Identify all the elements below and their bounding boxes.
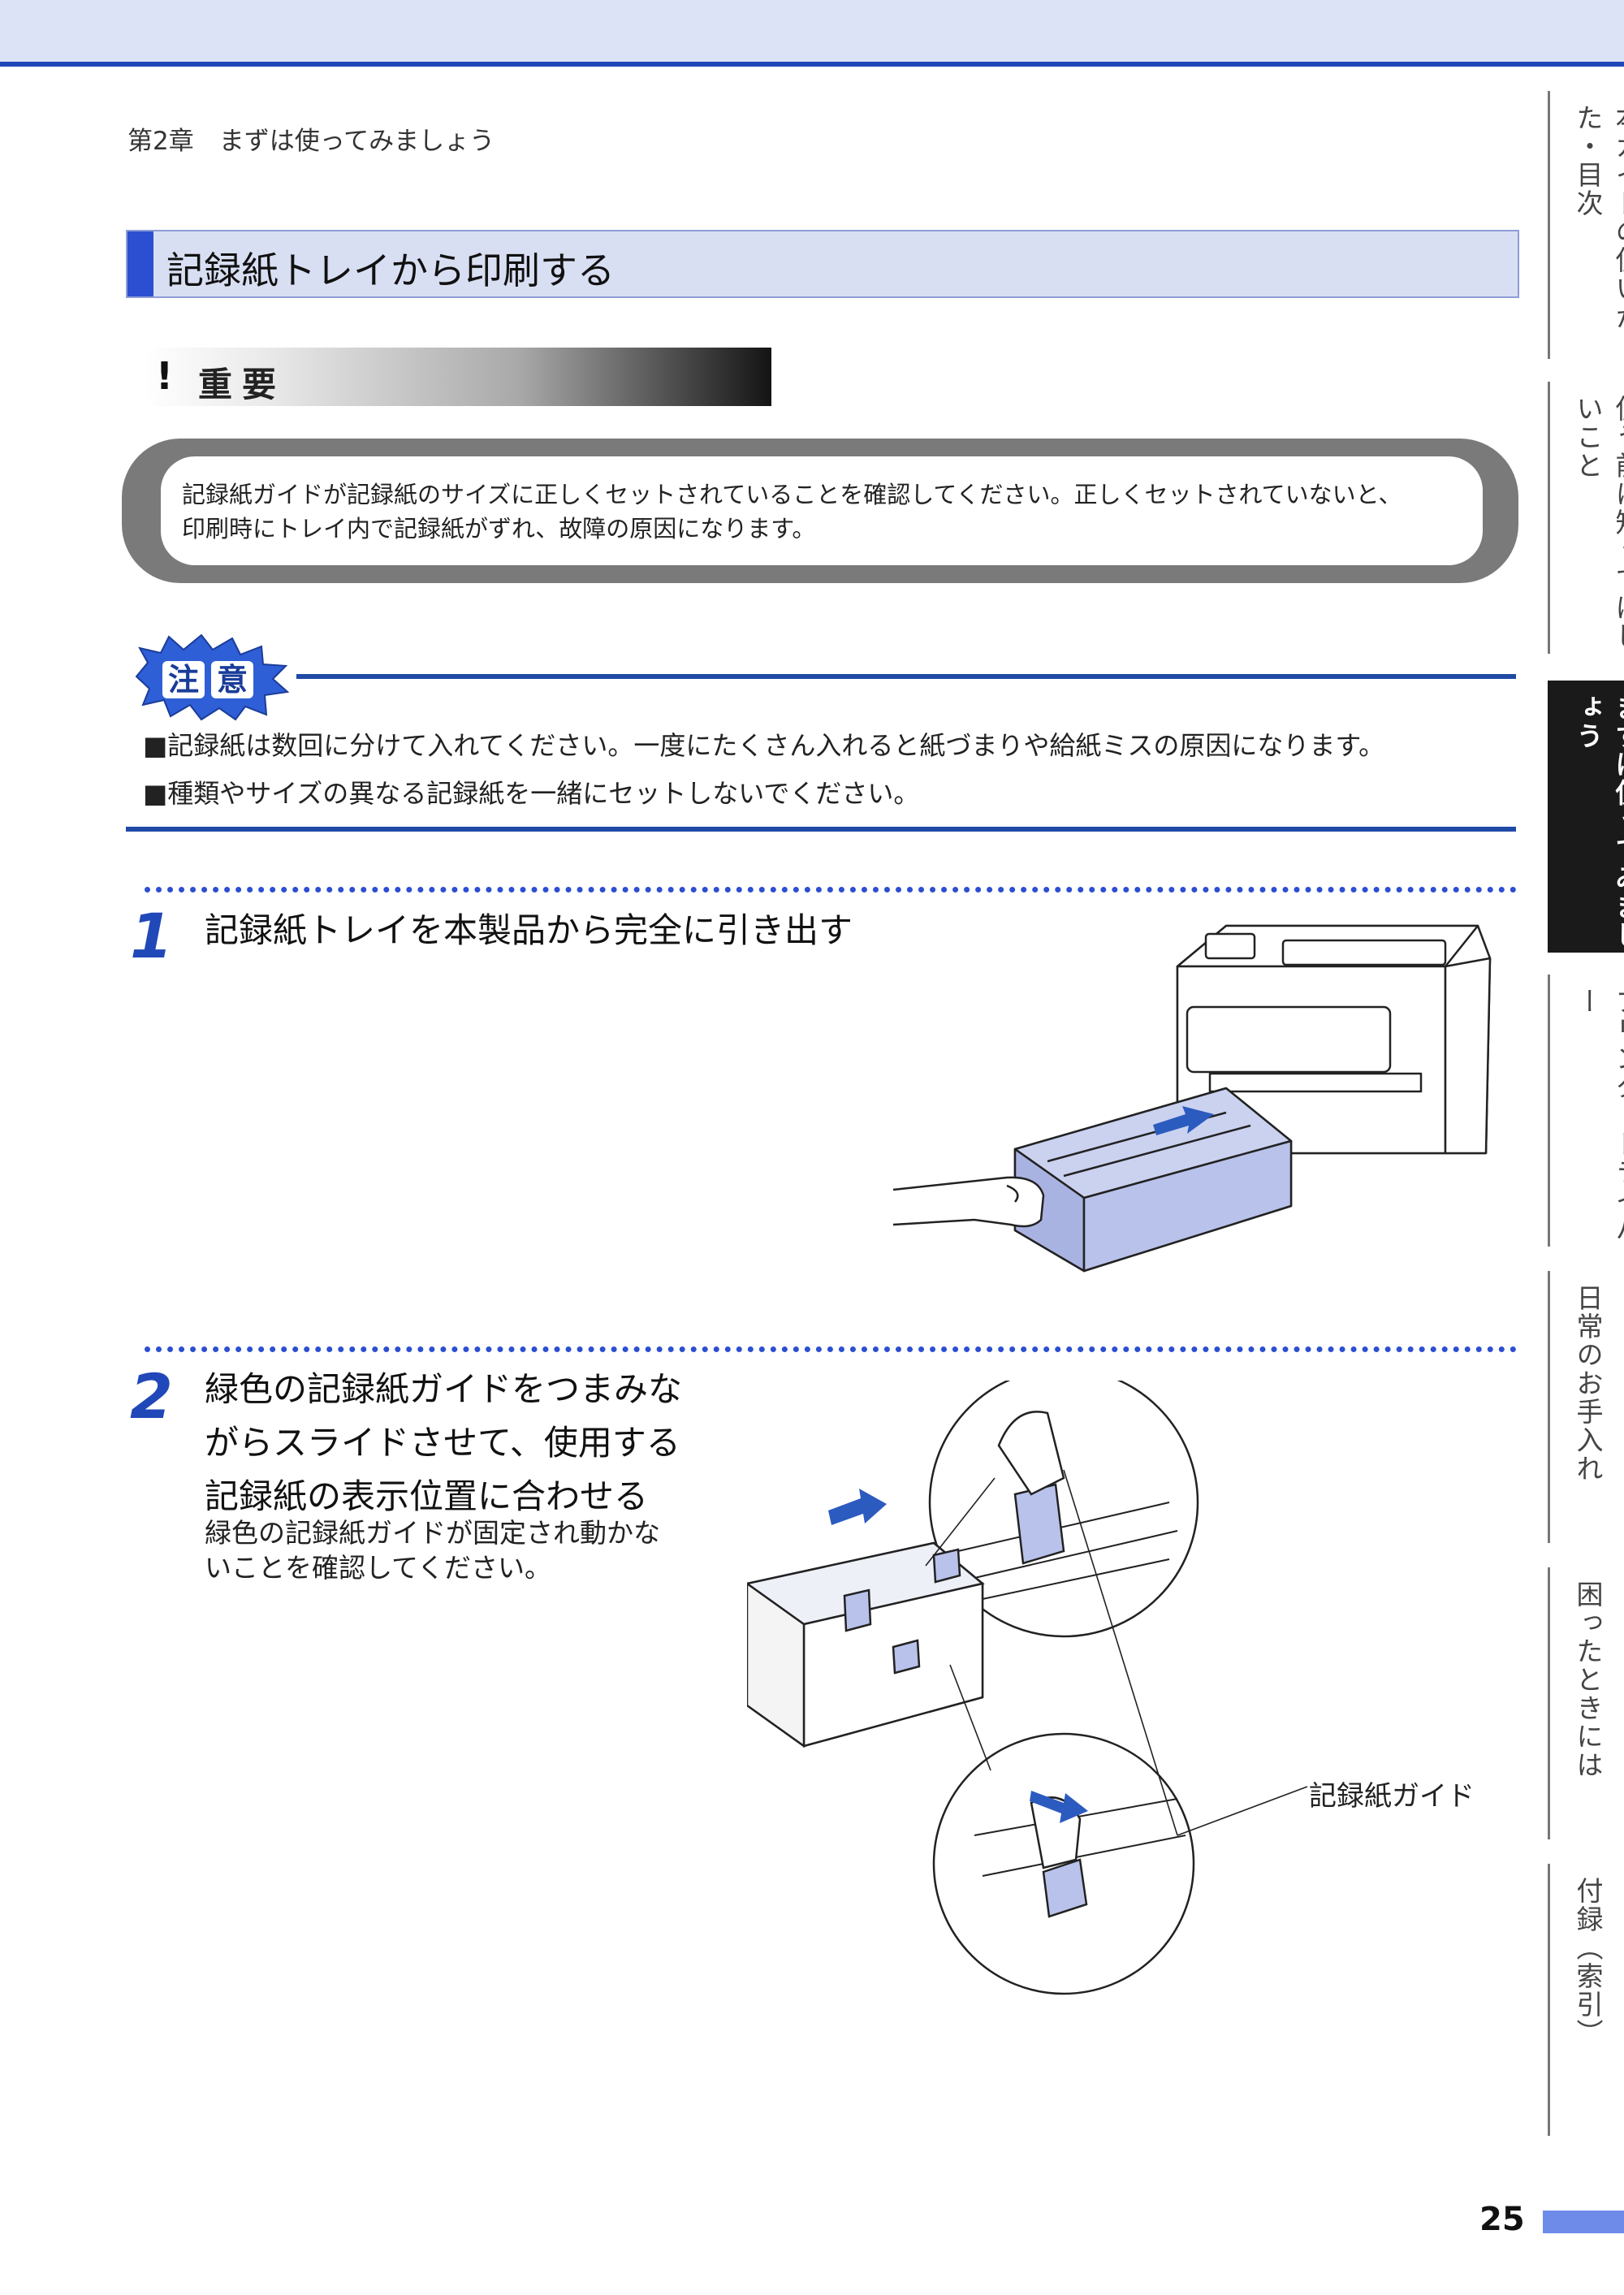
tab-appendix[interactable]: 付録（索引） [1548, 1864, 1624, 2136]
section-header: 記録紙トレイから印刷する [126, 230, 1519, 298]
tab-label: 日常のお手入れ [1572, 1284, 1604, 1483]
step-desc-line: いことを確認してください。 [205, 1552, 552, 1584]
caution-char: 注 [168, 662, 199, 698]
tab-maintenance[interactable]: 日常のお手入れ [1548, 1271, 1624, 1543]
caution-item: ■種類やサイズの異なる記録紙を一緒にセットしないでください。 [143, 778, 920, 809]
important-text: 記録紙ガイドが記録紙のサイズに正しくセットされていることを確認してください。正し… [182, 478, 1402, 546]
figure-callout-label: 記録紙ガイド [1309, 1780, 1475, 1813]
step-title: 緑色の記録紙ガイドをつまみな がらスライドさせて、使用する 記録紙の表示位置に合… [205, 1363, 757, 1524]
step-title-line: 緑色の記録紙ガイドをつまみな [205, 1369, 683, 1409]
tab-label: 本ガイドの使いかた・目次 [1572, 104, 1624, 331]
tab-troubleshooting[interactable]: 困ったときには [1548, 1567, 1624, 1839]
tab-before-use[interactable]: 使う前に知ってほしいこと [1548, 382, 1624, 654]
tab-label: プリンタードライバー [1572, 988, 1624, 1243]
important-line: 記録紙ガイドが記録紙のサイズに正しくセットされていることを確認してください。正し… [182, 481, 1402, 508]
tab-label: 使う前に知ってほしいこと [1572, 395, 1624, 650]
step-description: 緑色の記録紙ガイドが固定され動かな いことを確認してください。 [205, 1515, 708, 1585]
step-title: 記録紙トレイを本製品から完全に引き出す [205, 910, 853, 950]
step-desc-line: 緑色の記録紙ガイドが固定され動かな [205, 1517, 660, 1549]
caution-item: ■記録紙は数回に分けて入れてください。一度にたくさん入れると紙づまりや給紙ミスの… [143, 730, 1385, 761]
section-title: 記録紙トレイから印刷する [166, 249, 615, 292]
section-accent [127, 231, 153, 296]
section-divider [126, 827, 1516, 832]
paper-guide-illustration [747, 1381, 1308, 1995]
step-divider [145, 887, 1517, 892]
page-number-bar [1543, 2211, 1624, 2233]
step-number: 2 [130, 1360, 173, 1433]
step-title-line: 記録紙の表示位置に合わせる [205, 1476, 649, 1516]
page-number: 25 [1479, 2201, 1525, 2238]
top-band [0, 0, 1624, 67]
caution-badge-icon: 注 意 [135, 633, 290, 721]
tab-printer-driver[interactable]: プリンタードライバー [1548, 975, 1624, 1247]
important-box: 記録紙ガイドが記録紙のサイズに正しくセットされていることを確認してください。正し… [122, 439, 1518, 583]
caution-char: 意 [217, 662, 248, 698]
chapter-header: 第2章 まずは使ってみましょう [127, 127, 495, 156]
important-label: 重要 [198, 365, 287, 404]
tab-label: 付録（索引） [1572, 1877, 1604, 2047]
tab-label: まずは使ってみましょう [1572, 694, 1624, 949]
caution-rule [296, 674, 1516, 679]
step-title-line: がらスライドさせて、使用する [205, 1423, 680, 1463]
step-number: 1 [130, 900, 173, 972]
important-heading: ! 重要 [145, 348, 771, 406]
tab-toc[interactable]: 本ガイドの使いかた・目次 [1548, 91, 1624, 359]
exclamation-icon: ! [156, 354, 173, 398]
important-box-inner: 記録紙ガイドが記録紙のサイズに正しくセットされていることを確認してください。正し… [161, 456, 1483, 565]
step-divider [145, 1346, 1517, 1352]
tab-getting-started[interactable]: まずは使ってみましょう [1548, 681, 1624, 953]
tab-label: 困ったときには [1572, 1580, 1604, 1779]
tray-pull-out-illustration [892, 924, 1492, 1273]
important-line: 印刷時にトレイ内で記録紙がずれ、故障の原因になります。 [182, 515, 816, 542]
